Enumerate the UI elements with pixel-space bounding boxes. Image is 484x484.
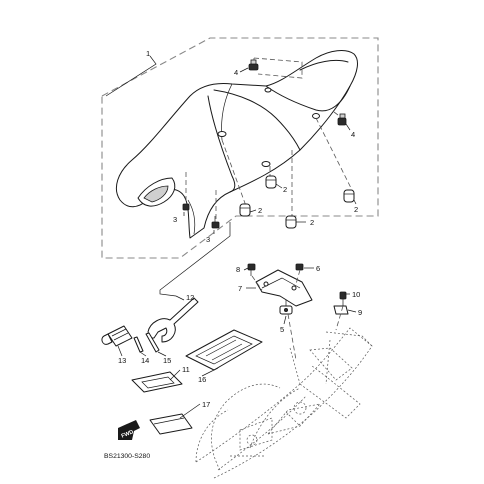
screwdriver-bit-15[interactable] (145, 332, 160, 353)
callout-4-right: 4 (351, 130, 355, 139)
fwd-arrow-icon: FWD (118, 420, 140, 440)
clip-3-a[interactable] (182, 203, 190, 211)
leader-lines (105, 55, 357, 419)
seat-lock-bracket[interactable] (255, 269, 313, 307)
screwdriver-bit-14[interactable] (133, 336, 144, 353)
damper-2-c[interactable] (285, 215, 297, 229)
callout-2-c: 2 (310, 218, 314, 227)
callout-5: 5 (280, 325, 284, 334)
owners-manual-16[interactable] (185, 329, 263, 371)
callout-4-top: 4 (234, 68, 238, 77)
callout-8: 8 (236, 265, 240, 274)
callout-2-a: 2 (283, 185, 287, 194)
callout-7: 7 (238, 284, 242, 293)
rear-frame (195, 327, 373, 479)
label-card-17[interactable] (149, 413, 193, 435)
damper-2-d[interactable] (343, 189, 355, 203)
callout-labels: 1 4 4 2 2 2 2 3 3 8 6 7 5 10 9 12 13 14 … (118, 49, 362, 409)
seat[interactable] (116, 50, 358, 239)
callout-11: 11 (182, 365, 190, 374)
callout-16: 16 (198, 375, 206, 384)
fwd-label: FWD (121, 429, 135, 439)
clip-3-b[interactable] (211, 216, 220, 229)
collar-9[interactable] (333, 305, 349, 315)
callout-13: 13 (118, 356, 126, 365)
callout-10: 10 (352, 290, 360, 299)
callout-6: 6 (316, 264, 320, 273)
callout-3-b: 3 (206, 235, 210, 244)
callout-9: 9 (358, 308, 362, 317)
screwdriver-handle-13[interactable] (101, 325, 133, 347)
callout-1: 1 (146, 49, 150, 58)
damper-2-b[interactable] (239, 203, 251, 217)
bolt-4-top[interactable] (248, 59, 259, 71)
seat-assembly-frame (101, 37, 379, 259)
damper-2-a[interactable] (265, 175, 277, 189)
callout-12: 12 (186, 293, 194, 302)
wrench-12[interactable] (147, 297, 199, 343)
tool-bag-11[interactable] (131, 371, 183, 393)
seat-guide-lines (185, 57, 353, 222)
nut-6[interactable] (295, 263, 304, 271)
diagram-code: BS21300-S280 (104, 453, 150, 460)
callout-3-a: 3 (173, 215, 177, 224)
callout-14: 14 (141, 356, 149, 365)
callout-17: 17 (202, 400, 210, 409)
callout-15: 15 (163, 356, 171, 365)
callout-2-b: 2 (258, 206, 262, 215)
bolt-8[interactable] (247, 263, 256, 276)
bolt-4-right[interactable] (337, 113, 347, 126)
callout-2-d: 2 (354, 205, 358, 214)
seat-lock-5[interactable] (279, 300, 293, 315)
